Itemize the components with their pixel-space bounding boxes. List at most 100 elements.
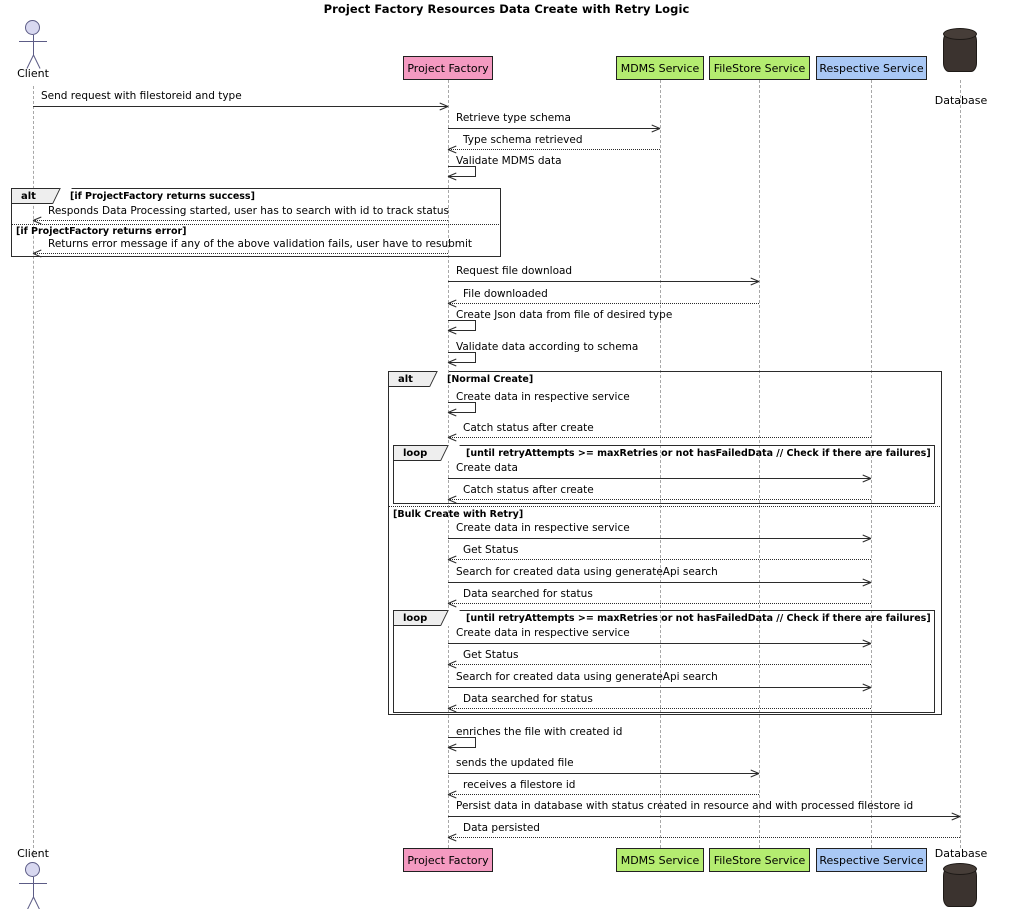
frame-condition-alt-top-0: [if ProjectFactory returns success] <box>70 191 255 202</box>
frame-tab-label: loop <box>403 447 428 459</box>
frame-condition-loop-normal-0: [until retryAttempts >= maxRetries or no… <box>466 448 931 459</box>
message-line-m8 <box>448 303 759 304</box>
frame-condition-loop-bulk-0: [until retryAttempts >= maxRetries or no… <box>466 613 931 624</box>
message-label-m23: enriches the file with created id <box>456 726 623 738</box>
message-label-m18: Data searched for status <box>463 588 593 600</box>
participant-database-top[interactable]: Database <box>930 28 992 107</box>
arrowhead-left-m14 <box>448 495 457 504</box>
frame-tab-loop-bulk: loop <box>394 610 460 626</box>
message-label-m5: Responds Data Processing started, user h… <box>48 205 450 217</box>
frame-tab-label: alt <box>21 190 36 202</box>
message-line-m13 <box>448 478 871 479</box>
frame-tab-notch <box>52 188 72 204</box>
message-label-m24: sends the updated file <box>456 757 574 769</box>
self-message-box-m4 <box>448 166 476 177</box>
arrowhead-left-m11 <box>448 408 457 417</box>
participant-project-factory-bottom[interactable]: Project Factory <box>403 848 493 872</box>
frame-alt-top: alt [if ProjectFactory returns success] … <box>11 188 501 257</box>
message-line-m18 <box>448 603 871 604</box>
participant-label: MDMS Service <box>620 853 700 867</box>
actor-label-client-bottom: Client <box>17 847 49 860</box>
participant-mdms-service-top[interactable]: MDMS Service <box>616 56 704 80</box>
self-message-box-m23 <box>448 737 476 748</box>
participant-filestore-service-top[interactable]: FileStore Service <box>709 56 810 80</box>
participant-database-bottom[interactable]: Database <box>930 847 992 909</box>
message-line-m17 <box>448 582 871 583</box>
frame-tab-label: loop <box>403 612 428 624</box>
arrowhead-left-m12 <box>448 433 457 442</box>
arrowhead-right-m7 <box>750 277 759 286</box>
message-line-m7 <box>448 281 759 282</box>
participant-mdms-service-bottom[interactable]: MDMS Service <box>616 848 704 872</box>
lifeline-client <box>33 86 34 858</box>
arrowhead-left-m5 <box>33 216 42 225</box>
page-title: Project Factory Resources Data Create wi… <box>323 2 690 16</box>
arrowhead-left-m3 <box>448 145 457 154</box>
database-label-bottom: Database <box>934 847 988 860</box>
arrowhead-left-m20 <box>448 660 457 669</box>
participant-label: FileStore Service <box>713 853 806 867</box>
message-label-m15: Create data in respective service <box>456 522 630 534</box>
self-message-box-m10 <box>448 352 476 363</box>
arrowhead-left-m27 <box>448 833 457 842</box>
database-cylinder-top-icon <box>943 863 977 875</box>
frame-tab-label: alt <box>398 373 413 385</box>
message-label-m4: Validate MDMS data <box>456 155 562 167</box>
message-label-m16: Get Status <box>463 544 519 556</box>
frame-divider-alt-top <box>12 224 499 225</box>
message-label-m14: Catch status after create <box>463 484 594 496</box>
frame-tab-alt-create: alt <box>389 371 449 387</box>
arrowhead-right-m13 <box>862 474 871 483</box>
arrowhead-left-m10 <box>448 358 457 367</box>
message-label-m9: Create Json data from file of desired ty… <box>456 309 673 321</box>
message-label-m12: Catch status after create <box>463 422 594 434</box>
message-label-m22: Data searched for status <box>463 693 593 705</box>
message-line-m6 <box>33 253 448 254</box>
lifeline-project-factory <box>448 80 449 848</box>
participant-respective-service-top[interactable]: Respective Service <box>816 56 927 80</box>
message-label-m6: Returns error message if any of the abov… <box>48 238 473 250</box>
actor-body-icon <box>33 877 34 897</box>
arrowhead-left-m18 <box>448 599 457 608</box>
lifeline-respective-service <box>871 80 872 848</box>
frame-tab-alt-top: alt <box>12 188 72 204</box>
message-line-m16 <box>448 559 871 560</box>
frame-tab-notch <box>440 445 460 461</box>
frame-condition-alt-create-1: [Bulk Create with Retry] <box>393 509 524 520</box>
arrowhead-right-m1 <box>439 102 448 111</box>
message-line-m22 <box>448 708 871 709</box>
frame-tab-notch <box>440 610 460 626</box>
message-line-m14 <box>448 499 871 500</box>
actor-head-icon <box>25 862 40 877</box>
participant-label: FileStore Service <box>713 61 806 75</box>
actor-body-icon <box>33 35 34 55</box>
frame-loop-bulk: loop [until retryAttempts >= maxRetries … <box>393 610 935 713</box>
frame-loop-normal: loop [until retryAttempts >= maxRetries … <box>393 445 935 504</box>
participant-label: MDMS Service <box>620 61 700 75</box>
frame-condition-alt-create-0: [Normal Create] <box>447 374 534 385</box>
message-line-m24 <box>448 773 759 774</box>
participant-label: Project Factory <box>407 61 489 75</box>
arrowhead-right-m24 <box>750 769 759 778</box>
participant-respective-service-bottom[interactable]: Respective Service <box>816 848 927 872</box>
lifeline-filestore-service <box>759 80 760 848</box>
participant-filestore-service-bottom[interactable]: FileStore Service <box>709 848 810 872</box>
actor-client-bottom[interactable]: Client <box>10 847 56 909</box>
participant-project-factory-top[interactable]: Project Factory <box>403 56 493 80</box>
frame-condition-alt-top-1: [if ProjectFactory returns error] <box>16 226 187 237</box>
actor-label-client-top: Client <box>17 67 49 80</box>
self-message-box-m11 <box>448 402 476 413</box>
message-label-m11: Create data in respective service <box>456 391 630 403</box>
lifeline-database <box>960 80 961 848</box>
message-line-m15 <box>448 538 871 539</box>
message-label-m25: receives a filestore id <box>463 779 576 791</box>
arrowhead-right-m19 <box>862 639 871 648</box>
frame-tab-notch <box>429 371 449 387</box>
message-label-m21: Search for created data using generateAp… <box>456 671 718 683</box>
arrowhead-left-m25 <box>448 790 457 799</box>
arrowhead-left-m23 <box>448 743 457 752</box>
database-cylinder-top-icon <box>943 28 977 40</box>
arrowhead-left-m6 <box>33 249 42 258</box>
actor-client-top[interactable]: Client <box>10 20 56 86</box>
